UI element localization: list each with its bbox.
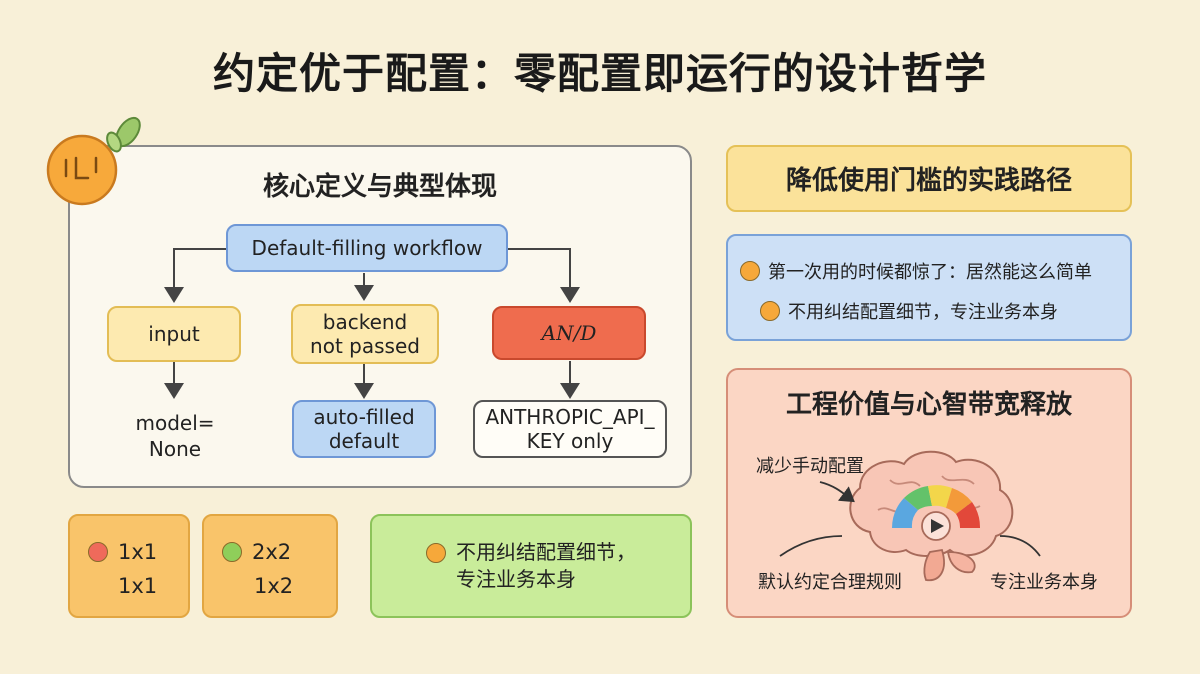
auto-filled-default-node: auto-filled default	[292, 400, 436, 458]
grid-box-2-line1: 2x2	[252, 540, 292, 564]
practice-path-bullets: 第一次用的时候都惊了：居然能这么简单 不用纠结配置细节，专注业务本身	[726, 234, 1132, 341]
reduce-config-label: 减少手动配置	[756, 456, 864, 477]
root-node: Default-filling workflow	[226, 224, 508, 272]
bullet-text-1: 第一次用的时候都惊了：居然能这么简单	[768, 262, 1092, 283]
grid-box-1-line2: 1x1	[118, 574, 158, 598]
focus-business-text: 不用纠结配置细节， 专注业务本身	[456, 540, 636, 591]
focus-business-box: 不用纠结配置细节， 专注业务本身	[370, 514, 692, 618]
practice-path-title: 降低使用门槛的实践路径	[726, 145, 1132, 212]
red-dot-icon	[88, 542, 108, 562]
api-key-node: ANTHROPIC_API_ KEY only	[473, 400, 667, 458]
orange-dot-icon	[740, 261, 760, 281]
grid-box-1-line1: 1x1	[118, 540, 158, 564]
orange-fruit-icon	[46, 116, 141, 206]
bullet-item: 第一次用的时候都惊了：居然能这么简单	[740, 258, 1092, 284]
branch-input-node: input	[107, 306, 241, 362]
brain-gauge-icon	[849, 450, 1014, 582]
engineering-value-title: 工程价值与心智带宽释放	[785, 390, 1072, 420]
branch-and-node: AN/D	[492, 306, 646, 360]
default-rules-label: 默认约定合理规则	[758, 572, 902, 593]
grid-box-2-line2: 1x2	[254, 574, 294, 598]
bullet-item: 不用纠结配置细节，专注业务本身	[760, 298, 1058, 324]
grid-box-2x2: 2x2 1x2	[202, 514, 338, 618]
orange-dot-icon	[426, 543, 446, 563]
core-definition-title: 核心定义与典型体现	[262, 172, 497, 202]
orange-dot-icon	[760, 301, 780, 321]
green-dot-icon	[222, 542, 242, 562]
model-none-text: model= None	[135, 411, 215, 461]
branch-backend-node: backend not passed	[291, 304, 439, 364]
bullet-text-2: 不用纠结配置细节，专注业务本身	[788, 302, 1058, 323]
focus-business-label: 专注业务本身	[990, 572, 1098, 593]
grid-box-1x1: 1x1 1x1	[68, 514, 190, 618]
page-title: 约定优于配置：零配置即运行的设计哲学	[212, 49, 987, 98]
flow-connectors	[164, 248, 580, 399]
brain-connectors	[779, 481, 1041, 557]
